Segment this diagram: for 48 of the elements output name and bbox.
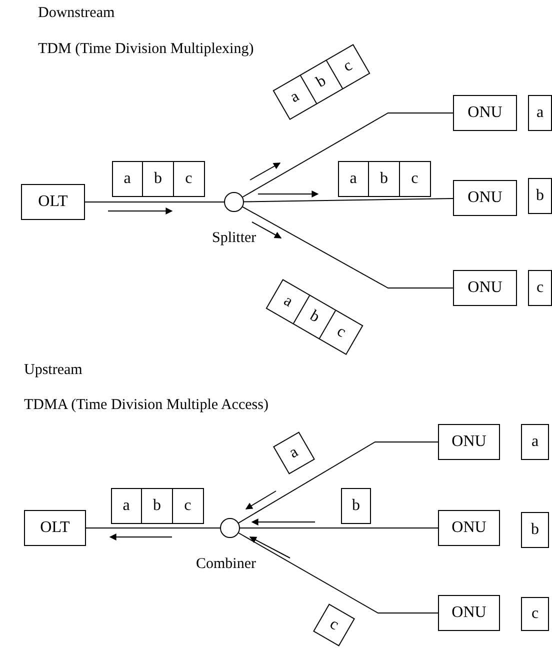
time-slot-box: b <box>528 178 552 214</box>
time-slot-box: a <box>528 95 552 131</box>
device-box: ONU <box>453 180 517 216</box>
fiber-line <box>244 198 454 202</box>
device-box: ONU <box>438 595 500 631</box>
time-slot-box: a <box>273 432 315 474</box>
time-slot-label: a <box>124 170 131 188</box>
time-slot-box: a <box>521 424 549 460</box>
fiber-line <box>238 442 438 524</box>
component-label: Combiner <box>196 556 256 573</box>
time-slot-label: b <box>153 497 161 515</box>
data-packet <box>338 161 430 197</box>
time-slot-box: c <box>521 597 549 631</box>
section-heading: TDMA (Time Division Multiple Access) <box>24 397 268 414</box>
time-slot-box: c <box>313 604 355 646</box>
device-box: ONU <box>438 424 500 460</box>
time-slot-label: c <box>340 57 356 76</box>
section-heading: Downstream <box>38 5 115 22</box>
time-slot-label: a <box>122 497 130 515</box>
device-box: OLT <box>21 184 85 220</box>
data-packet <box>112 161 204 197</box>
device-box: ONU <box>438 510 500 546</box>
device-box: ONU <box>453 95 517 131</box>
time-slot-label: b <box>154 170 162 188</box>
time-slot-box: c <box>528 270 552 306</box>
fiber-line <box>242 112 454 198</box>
component-label: Splitter <box>212 230 256 247</box>
time-slot-label: b <box>313 72 329 92</box>
time-slot-box: b <box>521 512 549 548</box>
fiber-line <box>242 206 454 288</box>
section-heading: Upstream <box>24 362 82 379</box>
time-slot-label: a <box>280 292 296 312</box>
time-slot-label: c <box>333 322 348 342</box>
time-slot-label: a <box>350 170 357 188</box>
time-slot-label: c <box>185 170 192 188</box>
device-box: ONU <box>453 270 517 306</box>
circle-symbol <box>220 518 240 538</box>
section-heading: TDM (Time Division Multiplexing) <box>38 41 254 58</box>
circle-symbol <box>224 192 244 212</box>
time-slot-label: c <box>411 170 418 188</box>
device-box: OLT <box>24 510 86 546</box>
time-slot-box: b <box>341 488 371 524</box>
time-slot-label: b <box>380 170 388 188</box>
time-slot-label: c <box>184 497 192 515</box>
data-packet <box>110 488 204 524</box>
time-slot-label: a <box>286 88 302 107</box>
fiber-line <box>238 532 438 614</box>
time-slot-label: b <box>306 307 322 327</box>
